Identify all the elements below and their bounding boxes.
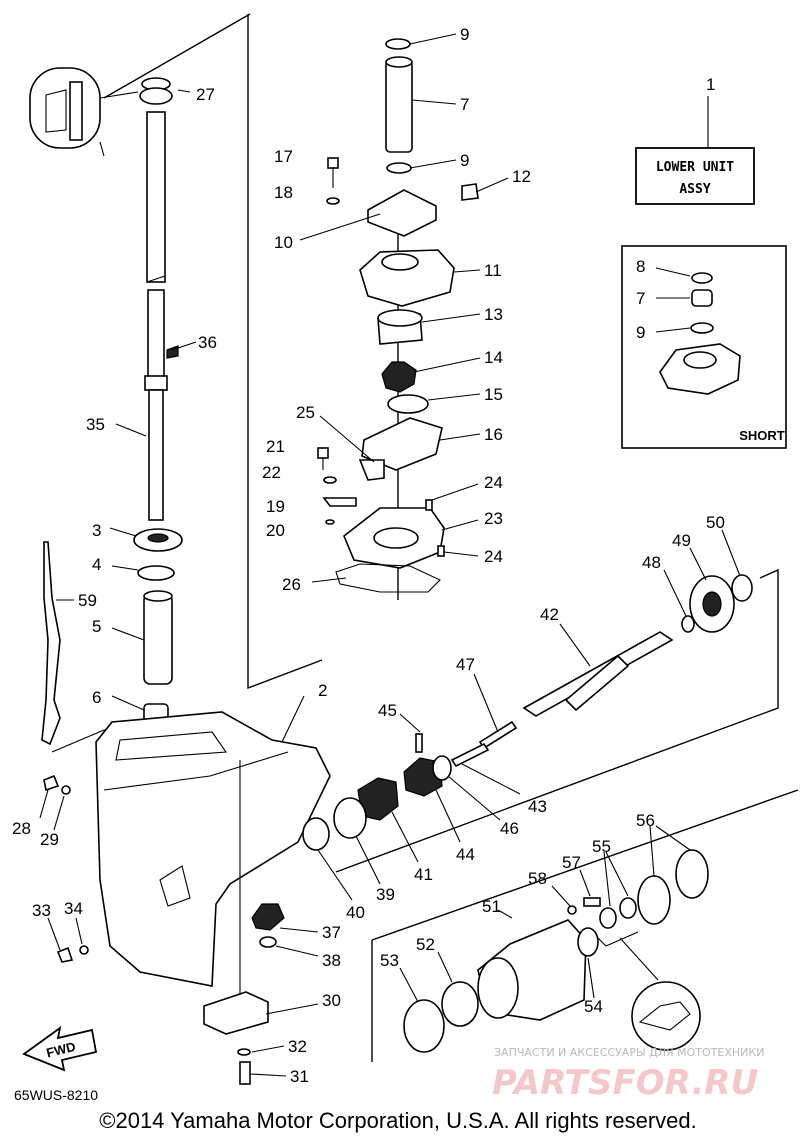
- callout-37: 37: [322, 923, 341, 942]
- watermark-brand: PARTSFOR.RU: [492, 1063, 758, 1103]
- callout-47: 47: [456, 655, 475, 674]
- callout-48: 48: [642, 553, 661, 572]
- callout-19: 19: [266, 497, 285, 516]
- callout-26: 26: [282, 575, 301, 594]
- callout-5: 5: [92, 617, 101, 636]
- title-box-line2: ASSY: [679, 182, 710, 197]
- callout-46: 46: [500, 819, 519, 838]
- water-pump-group: [317, 38, 479, 593]
- callout-22: 22: [262, 463, 281, 482]
- callout-52: 52: [416, 935, 435, 954]
- callout-32: 32: [288, 1037, 307, 1056]
- callout-18: 18: [274, 183, 293, 202]
- watermark-tagline: ЗАПЧАСТИ И АКСЕССУАРЫ ДЛЯ МОТОТЕХНИКИ: [494, 1046, 764, 1059]
- callout-53: 53: [380, 951, 399, 970]
- callout-20: 20: [266, 521, 285, 540]
- callout-9-mid: 9: [460, 151, 469, 170]
- callout-23: 23: [484, 509, 503, 528]
- callout-12: 12: [512, 167, 531, 186]
- callout-42: 42: [540, 605, 559, 624]
- callout-51: 51: [482, 897, 501, 916]
- callout-8: 8: [636, 257, 645, 276]
- callout-31: 31: [290, 1067, 309, 1086]
- callout-6: 6: [92, 688, 101, 707]
- callout-labels: 1 2 3 4 5 6 7 7 8 9 9 9 10 11 12 13 14 1…: [12, 25, 725, 1086]
- callout-1: 1: [706, 75, 715, 94]
- short-inset: SHORT: [621, 245, 787, 449]
- leader-lines: [39, 33, 741, 1077]
- callout-7-short: 7: [636, 289, 645, 308]
- callout-34: 34: [64, 899, 83, 918]
- lower-case-group: [43, 711, 331, 1085]
- callout-57: 57: [562, 853, 581, 872]
- callout-39: 39: [376, 885, 395, 904]
- callout-27: 27: [196, 85, 215, 104]
- callout-17: 17: [274, 147, 293, 166]
- callout-2: 2: [318, 681, 327, 700]
- callout-7: 7: [460, 95, 469, 114]
- callout-54: 54: [584, 997, 603, 1016]
- callout-56: 56: [636, 811, 655, 830]
- callout-9-top: 9: [460, 25, 469, 44]
- callout-30: 30: [322, 991, 341, 1010]
- callout-45: 45: [378, 701, 397, 720]
- callout-24-bottom: 24: [484, 547, 503, 566]
- callout-35: 35: [86, 415, 105, 434]
- callout-38: 38: [322, 951, 341, 970]
- callout-25: 25: [296, 403, 315, 422]
- callout-41: 41: [414, 865, 433, 884]
- callout-4: 4: [92, 555, 101, 574]
- callout-14: 14: [484, 348, 503, 367]
- callout-50: 50: [706, 513, 725, 532]
- callout-3: 3: [92, 521, 101, 540]
- callout-36: 36: [198, 333, 217, 352]
- callout-15: 15: [484, 385, 503, 404]
- callout-58: 58: [528, 869, 547, 888]
- callout-11: 11: [484, 261, 502, 280]
- copyright-notice: ©2014 Yamaha Motor Corporation, U.S.A. A…: [99, 1108, 696, 1133]
- callout-43: 43: [528, 797, 547, 816]
- title-box-line1: LOWER UNIT: [656, 160, 734, 175]
- callout-24-top: 24: [484, 473, 503, 492]
- lower-unit-assy-box: LOWER UNIT ASSY: [635, 96, 755, 205]
- propeller-housing-group: [403, 849, 709, 1053]
- callout-44: 44: [456, 845, 475, 864]
- callout-29: 29: [40, 830, 59, 849]
- callout-49: 49: [672, 531, 691, 550]
- fwd-label: FWD: [45, 1039, 77, 1061]
- callout-9-short: 9: [636, 323, 645, 342]
- drive-shaft-group: [29, 67, 183, 753]
- diagram-code: 65WUS-8210: [14, 1087, 98, 1103]
- callout-28: 28: [12, 819, 31, 838]
- callout-55: 55: [592, 837, 611, 856]
- propeller-shaft-group: [302, 574, 753, 851]
- callout-59: 59: [78, 591, 97, 610]
- fwd-arrow: FWD: [22, 1025, 98, 1072]
- callout-13: 13: [484, 305, 503, 324]
- callout-40: 40: [346, 903, 365, 922]
- callout-16: 16: [484, 425, 503, 444]
- callout-33: 33: [32, 901, 51, 920]
- callout-21: 21: [266, 437, 285, 456]
- short-inset-label: SHORT: [739, 428, 785, 443]
- callout-10: 10: [274, 233, 293, 252]
